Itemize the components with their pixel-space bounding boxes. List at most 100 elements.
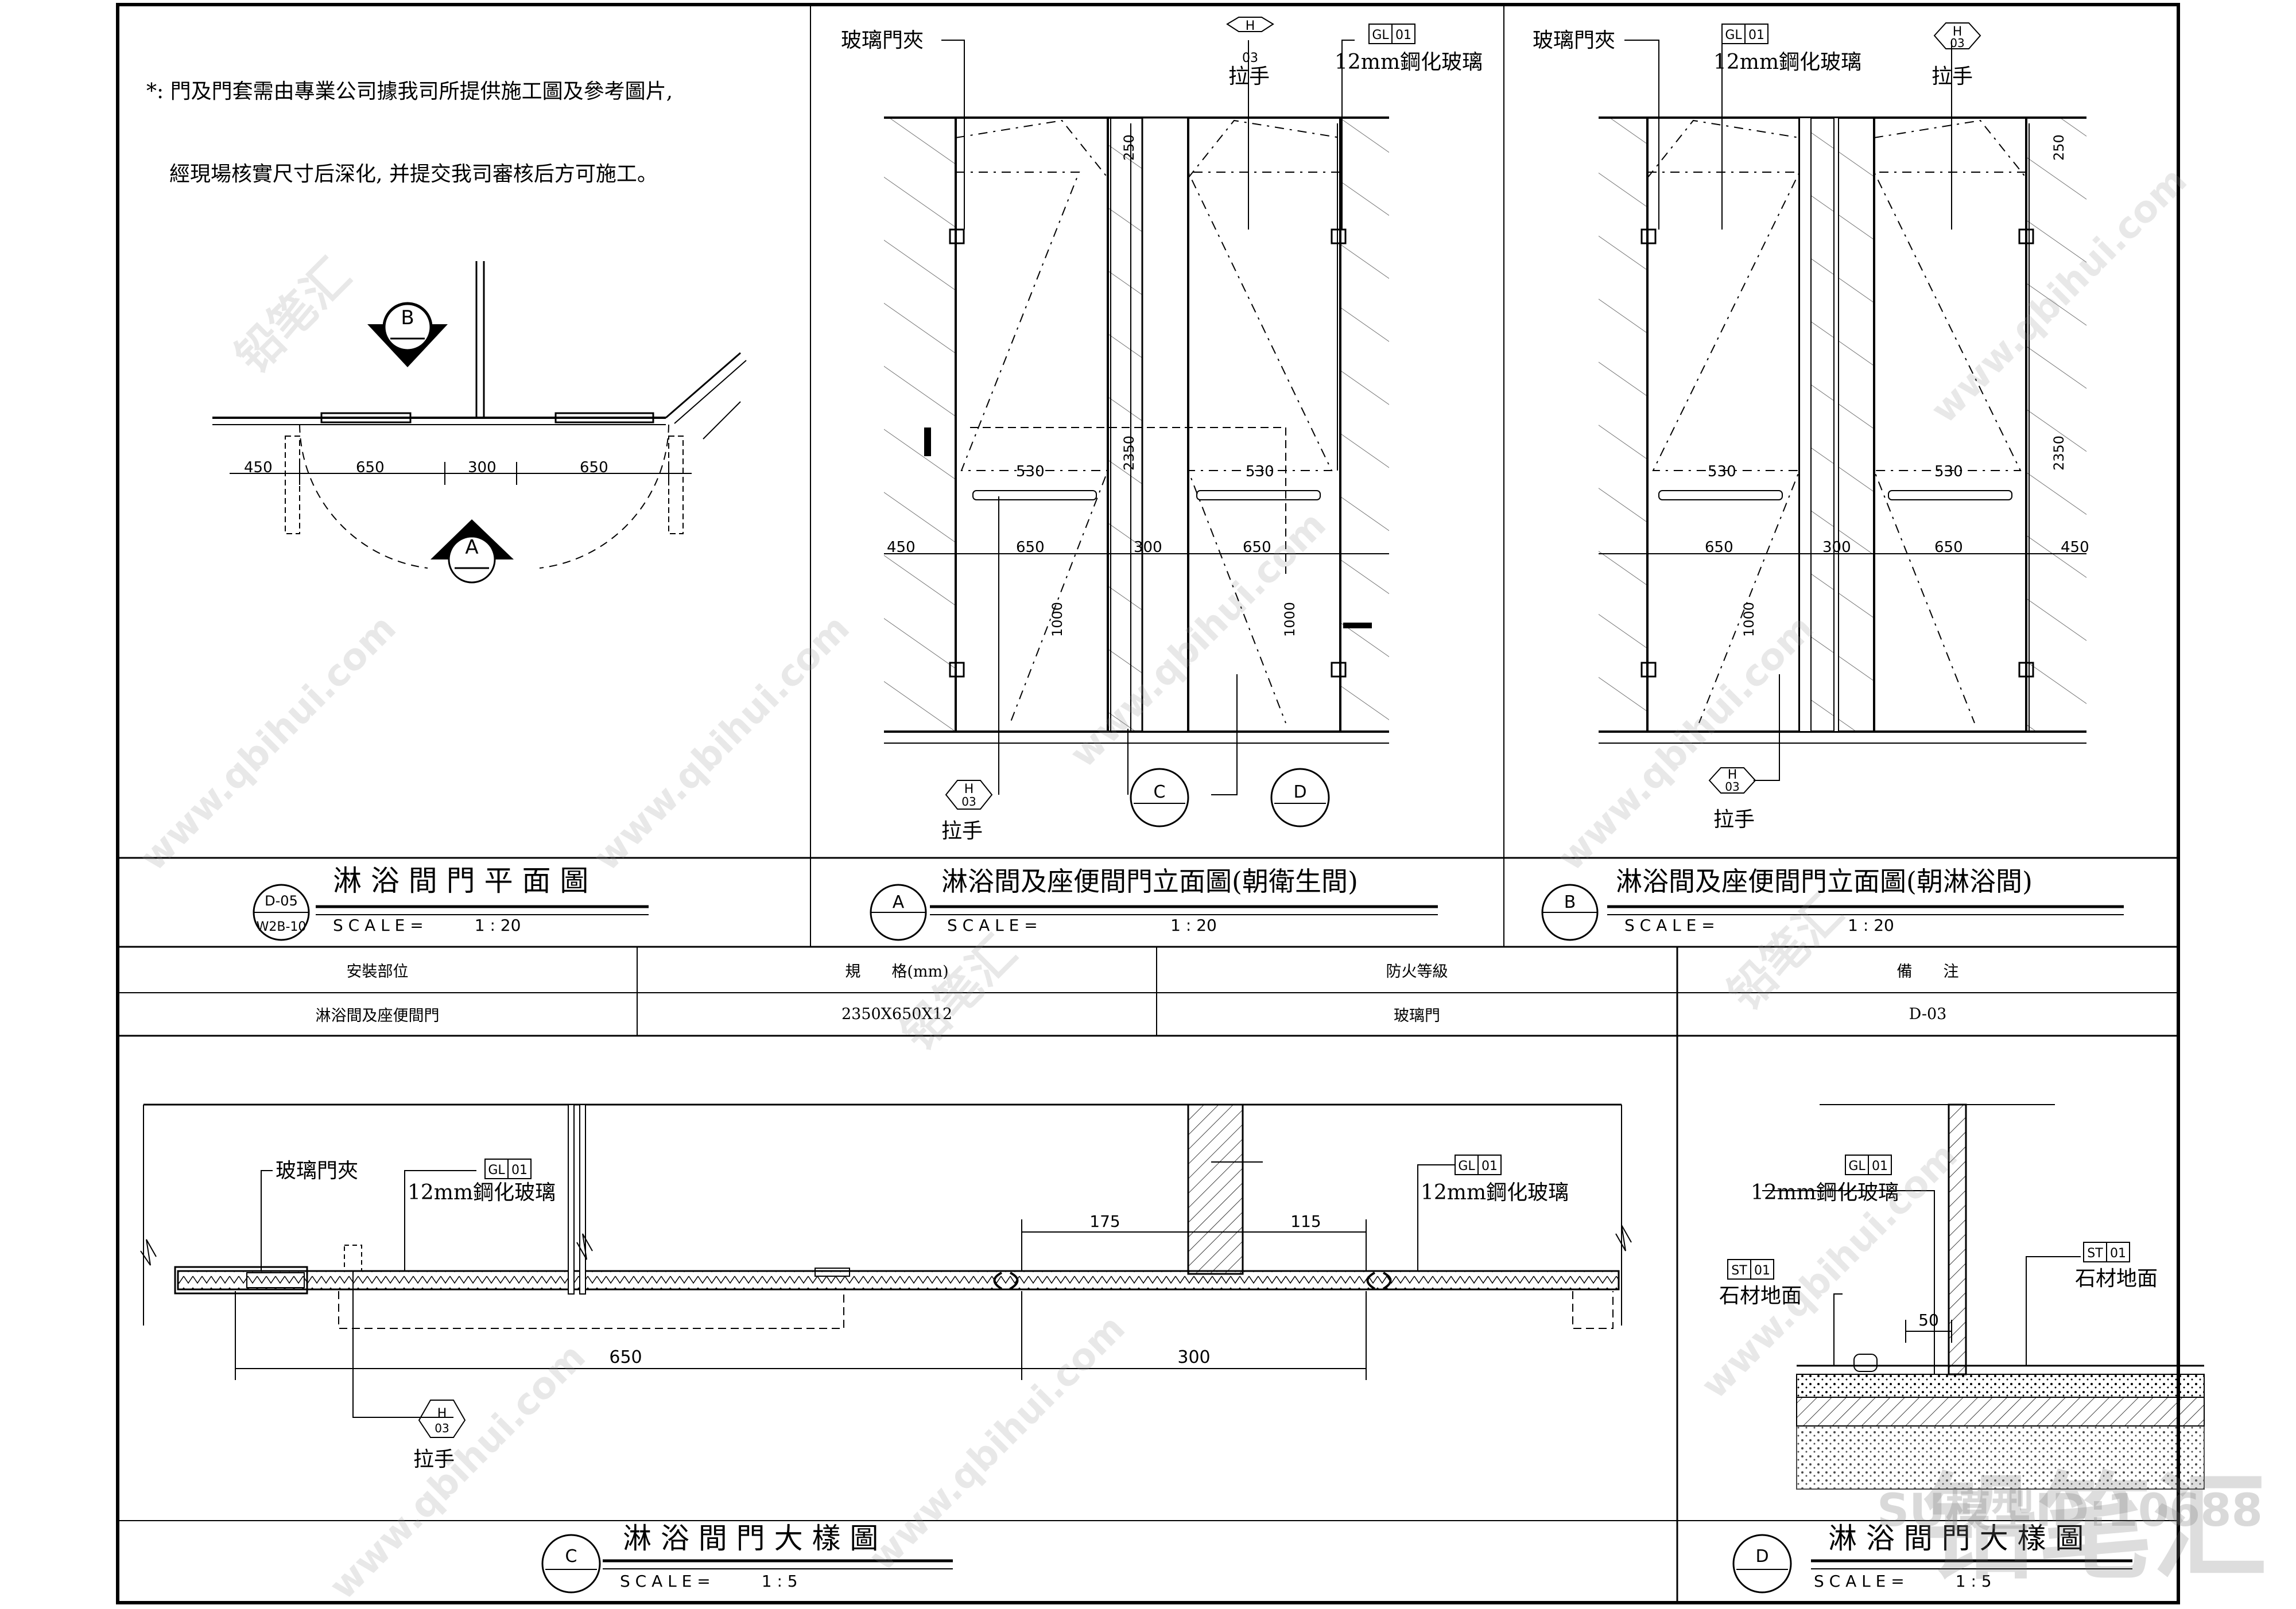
- detail-d-tag-gl: GL: [1848, 1159, 1865, 1173]
- detail-c-tag-gl-num-right: 01: [1481, 1159, 1498, 1173]
- sheet-frame: [116, 3, 2180, 1604]
- detail-d-scale: S C A L E = 1 : 5: [1814, 1572, 1992, 1591]
- plan-title: 淋 浴 間 門 平 面 圖: [333, 864, 588, 897]
- detail-c-title: 淋 浴 間 門 大 樣 圖: [623, 1522, 878, 1555]
- detail-c: [140, 1103, 1632, 1594]
- detail-c-dim-115: 115: [1290, 1212, 1321, 1231]
- detail-c-scale: S C A L E = 1 : 5: [620, 1572, 798, 1591]
- elev-a-scale: S C A L E = 1 : 20: [947, 916, 1217, 935]
- detail-d-marker: D: [1755, 1546, 1768, 1567]
- detail-c-label-clip: 玻璃門夾: [276, 1159, 358, 1183]
- elev-b-dim-530-right: 530: [1934, 463, 1963, 480]
- elev-b-dim-650-left: 650: [1705, 539, 1733, 556]
- elev-a-title: 淋浴間及座便間門立面圖(朝衛生間): [941, 866, 1358, 897]
- elev-a-label-clip: 玻璃門夾: [841, 29, 924, 52]
- detail-c-marker: C: [565, 1546, 577, 1567]
- elev-b-label-clip: 玻璃門夾: [1533, 29, 1615, 52]
- plan-scale: S C A L E = 1 : 20: [333, 916, 521, 935]
- elev-b-label-handle-top: 拉手: [1932, 65, 1973, 88]
- plan-dim-650-right: 650: [580, 459, 608, 476]
- detail-d-text: GL 01 12mm鋼化玻璃 ST 01 石材地面 ST 01 石材地面 50 …: [1719, 1159, 2158, 1591]
- elev-a-dim-300: 300: [1134, 539, 1162, 556]
- plan-text: B A 450 650 300 650 D-05 W2B-10 淋 浴 間 門 …: [244, 306, 608, 935]
- plan-dim-650-left: 650: [356, 459, 385, 476]
- elev-b-tag-h: H: [1953, 25, 1963, 39]
- elev-a-label-glass: 12mm鋼化玻璃: [1335, 50, 1483, 74]
- detail-d-tag-st-right: ST: [2087, 1246, 2103, 1261]
- detail-d-label-stone-right: 石材地面: [2075, 1267, 2158, 1291]
- elev-a-dim-450: 450: [887, 539, 916, 556]
- detail-d-dim-50: 50: [1918, 1311, 1939, 1330]
- elev-b-dim-2350: 2350: [2051, 436, 2067, 471]
- elev-a-dim-530-left: 530: [1016, 463, 1045, 480]
- detail-c-tag-gl-right: GL: [1458, 1159, 1475, 1173]
- elev-b-title: 淋浴間及座便間門立面圖(朝淋浴間): [1616, 866, 2033, 897]
- plan-tag-top: D-05: [265, 893, 298, 909]
- elev-b-dim-650-right: 650: [1934, 539, 1963, 556]
- elev-b-scale: S C A L E = 1 : 20: [1624, 916, 1894, 935]
- elev-a-tag-h-num-bottom: 03: [961, 795, 976, 809]
- detail-d-tag-st-num-right: 01: [2110, 1246, 2126, 1261]
- detail-c-label-glass-left: 12mm鋼化玻璃: [408, 1181, 556, 1204]
- elevation-a-text: 玻璃門夾 H 03 拉手 GL 01 12mm鋼化玻璃 250 2350 530…: [841, 19, 1483, 935]
- elev-a-tag-h: H: [1246, 19, 1255, 33]
- elev-a-tag-h-num: 03: [1242, 51, 1258, 65]
- general-note: *: 門及門套需由專業公司據我司所提供施工圖及參考圖片, 經現場核實尺寸后深化,…: [146, 23, 673, 216]
- detail-c-label-handle: 拉手: [413, 1448, 455, 1471]
- table-cell-location: 淋浴間及座便間門: [315, 1007, 440, 1025]
- general-note-line-2: 經現場核實尺寸后深化, 并提交我司審核后方可施工。: [169, 162, 658, 186]
- elev-b-tag-h-num-bottom: 03: [1725, 780, 1739, 794]
- detail-d-tag-gl-num: 01: [1872, 1159, 1888, 1173]
- table-cell-spec: 2350X650X12: [841, 1005, 953, 1023]
- plan-view: [212, 261, 747, 941]
- elev-a-dim-1000-left: 1000: [1049, 602, 1065, 637]
- elev-a-dim-1000-right: 1000: [1282, 602, 1298, 637]
- elevation-b: [1541, 22, 2124, 941]
- detail-d-tag-st-left: ST: [1731, 1264, 1747, 1278]
- plan-marker-b: B: [401, 306, 414, 329]
- elev-a-marker-d: D: [1293, 782, 1306, 802]
- detail-c-dim-300: 300: [1177, 1347, 1210, 1367]
- elev-b-dim-250: 250: [2051, 134, 2067, 161]
- detail-c-tag-gl: GL: [488, 1163, 505, 1177]
- detail-c-text: 玻璃門夾 GL 01 12mm鋼化玻璃 GL 01 12mm鋼化玻璃 175 1…: [276, 1159, 1569, 1591]
- plan-dim-300: 300: [468, 459, 497, 476]
- elev-a-tag-gl: GL: [1372, 28, 1389, 42]
- elev-a-marker-c: C: [1154, 782, 1166, 802]
- plan-dim-450: 450: [244, 459, 273, 476]
- elevation-b-text: 玻璃門夾 GL 01 12mm鋼化玻璃 H 03 拉手 250 2350 530…: [1533, 25, 2089, 935]
- elev-b-dim-300: 300: [1822, 539, 1851, 556]
- detail-c-dim-650: 650: [609, 1347, 642, 1367]
- elev-b-dim-530-left: 530: [1708, 463, 1736, 480]
- detail-d-label-glass: 12mm鋼化玻璃: [1751, 1181, 1899, 1204]
- elev-b-label-handle-bottom: 拉手: [1713, 808, 1755, 831]
- plan-marker-a: A: [465, 536, 478, 559]
- elev-a-label-handle-top: 拉手: [1228, 65, 1270, 88]
- elev-b-tag-gl-num: 01: [1748, 28, 1764, 42]
- elev-a-dim-650-right: 650: [1243, 539, 1271, 556]
- elev-a-dim-530-right: 530: [1246, 463, 1274, 480]
- detail-c-tag-gl-num: 01: [511, 1163, 528, 1177]
- detail-c-tag-h-num: 03: [435, 1421, 449, 1435]
- table-header-location: 安裝部位: [346, 962, 409, 981]
- detail-d-tag-st-num-left: 01: [1754, 1264, 1770, 1278]
- plan-tag-bottom: W2B-10: [257, 920, 307, 934]
- elev-a-tag-h-bottom: H: [964, 782, 974, 796]
- elev-a-label-handle-bottom: 拉手: [941, 819, 983, 843]
- detail-d-label-stone-left: 石材地面: [1719, 1284, 1802, 1308]
- elevation-a: [870, 17, 1438, 941]
- elev-a-dim-650-left: 650: [1016, 539, 1045, 556]
- elev-b-dim-450: 450: [2061, 539, 2089, 556]
- elev-a-dim-250: 250: [1121, 134, 1137, 161]
- elev-b-label-glass: 12mm鋼化玻璃: [1713, 50, 1861, 74]
- elev-b-dim-1000: 1000: [1741, 602, 1757, 637]
- table-cell-fire-rating: 玻璃門: [1394, 1007, 1440, 1025]
- table-header-remarks: 備 注: [1896, 962, 1959, 981]
- general-note-line-1: *: 門及門套需由專業公司據我司所提供施工圖及參考圖片,: [146, 80, 673, 103]
- elev-b-tag-h-num: 03: [1950, 36, 1964, 50]
- table-header-spec: 規 格(mm): [845, 962, 949, 981]
- detail-d: [1727, 1103, 2205, 1594]
- table-cell-remarks: D-03: [1909, 1005, 1947, 1023]
